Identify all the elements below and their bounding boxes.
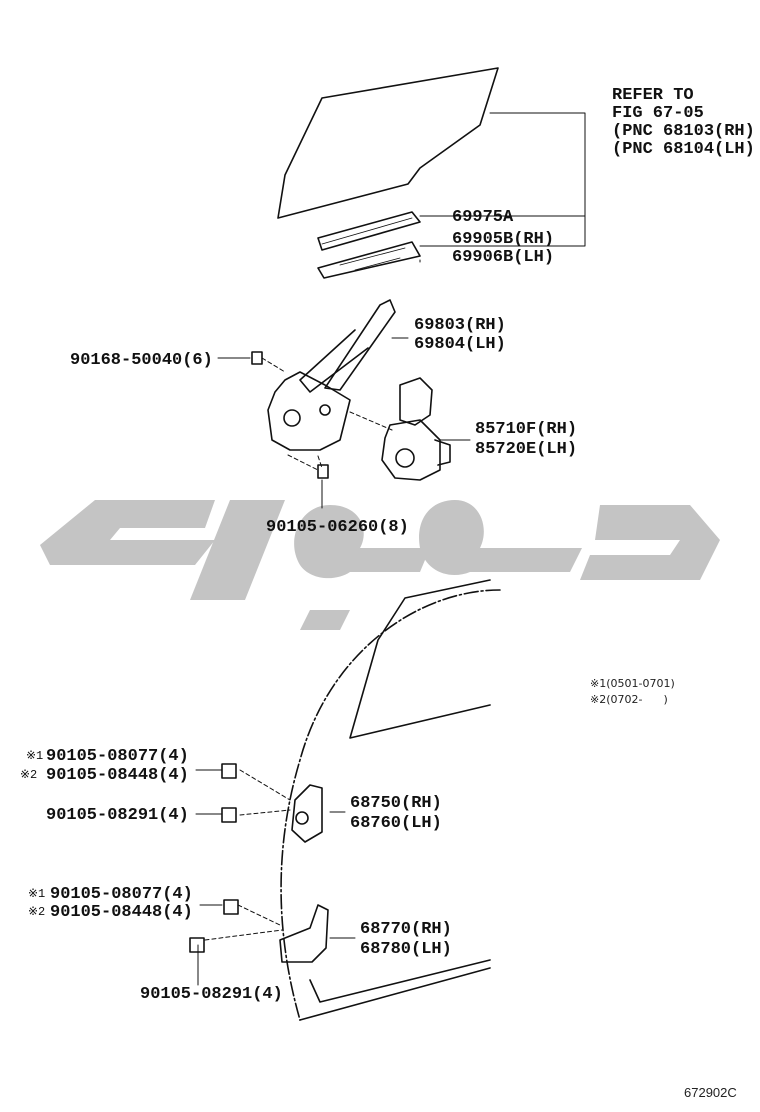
label-69906b: 69906B(LH) <box>452 248 555 267</box>
door-glass <box>277 67 499 219</box>
label-upper-90105-08291: 90105-08291(4) <box>46 806 189 825</box>
window-regulator <box>324 299 396 391</box>
label-85720e: 85720E(LH) <box>475 440 578 459</box>
door-frame <box>280 589 501 1021</box>
label-68780: 68780(LH) <box>360 940 452 959</box>
upper-mark-2: ※2 <box>20 768 38 782</box>
glass-channel-lower <box>317 241 421 279</box>
label-90105-06260: 90105-06260(8) <box>266 518 409 537</box>
refer-line2: FIG 67-05 <box>612 104 704 123</box>
lower-mark-2: ※2 <box>28 905 46 919</box>
label-69905b: 69905B(RH) <box>452 230 555 249</box>
label-69975a: 69975A <box>452 208 514 227</box>
label-68750: 68750(RH) <box>350 794 442 813</box>
label-lower-90105-08077: 90105-08077(4) <box>50 885 193 904</box>
label-85710f: 85710F(RH) <box>475 420 578 439</box>
lower-hinge <box>279 904 329 963</box>
label-upper-90105-08077: 90105-08077(4) <box>46 747 189 766</box>
upper-mark-1: ※1 <box>26 749 44 763</box>
note-1: ※1(0501-0701) <box>590 677 675 690</box>
refer-line1: REFER TO <box>612 86 694 105</box>
note-2: ※2(0702- ) <box>590 693 668 706</box>
upper-hinge <box>291 784 323 843</box>
refer-line4: (PNC 68104(LH) <box>612 140 755 159</box>
regulator-motor <box>399 377 433 426</box>
watermark-logo <box>40 500 720 630</box>
figure-code: 672902C <box>684 1085 737 1100</box>
label-68770: 68770(RH) <box>360 920 452 939</box>
label-68760: 68760(LH) <box>350 814 442 833</box>
label-69804: 69804(LH) <box>414 335 506 354</box>
label-lower-90105-08291: 90105-08291(4) <box>140 985 283 1004</box>
label-69803: 69803(RH) <box>414 316 506 335</box>
label-upper-90105-08448: 90105-08448(4) <box>46 766 189 785</box>
refer-line3: (PNC 68103(RH) <box>612 122 755 141</box>
label-lower-90105-08448: 90105-08448(4) <box>50 903 193 922</box>
glass-channel-upper <box>317 211 421 251</box>
label-90168: 90168-50040(6) <box>70 351 213 370</box>
lower-mark-1: ※1 <box>28 887 46 901</box>
